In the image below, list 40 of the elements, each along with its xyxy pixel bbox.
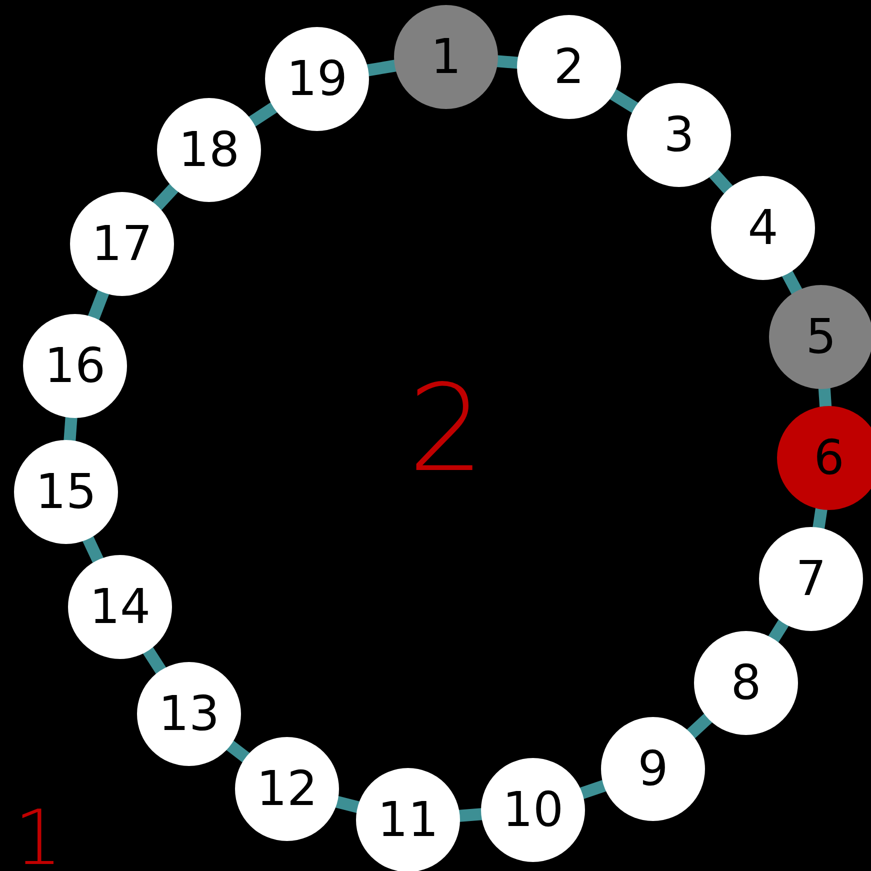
node-number: 11 bbox=[377, 792, 439, 848]
node-number: 19 bbox=[286, 51, 348, 107]
node-number: 8 bbox=[730, 655, 762, 711]
node-number: 7 bbox=[796, 551, 826, 607]
connector-line bbox=[457, 808, 484, 822]
node-number: 9 bbox=[638, 741, 668, 797]
connector-line bbox=[818, 386, 832, 408]
connector-line bbox=[64, 415, 78, 443]
connector-line bbox=[812, 506, 828, 530]
node-number: 15 bbox=[35, 464, 97, 520]
node-number: 18 bbox=[178, 122, 240, 178]
region-number: 2 bbox=[408, 370, 484, 490]
node-number: 2 bbox=[554, 39, 584, 95]
node-number: 16 bbox=[44, 338, 106, 394]
connector-line bbox=[247, 101, 279, 128]
connector-line bbox=[334, 796, 362, 814]
connector-line bbox=[225, 740, 251, 764]
connector-line bbox=[608, 88, 640, 114]
node-number: 10 bbox=[502, 782, 564, 838]
node-number: 6 bbox=[814, 430, 844, 486]
connector-line bbox=[365, 60, 398, 76]
connector-line bbox=[142, 646, 167, 676]
node-number: 5 bbox=[806, 309, 836, 365]
connector-line bbox=[495, 55, 520, 69]
node-number: 17 bbox=[91, 216, 153, 272]
node-number: 3 bbox=[664, 107, 694, 163]
connector-line bbox=[82, 534, 104, 564]
connector-line bbox=[578, 779, 608, 800]
region-number: 1 bbox=[14, 800, 62, 871]
connector-line bbox=[767, 618, 790, 644]
node-number: 13 bbox=[158, 686, 220, 742]
connector-line bbox=[686, 712, 714, 740]
node-number: 12 bbox=[256, 761, 318, 817]
node-number: 1 bbox=[430, 29, 462, 85]
connector-line bbox=[781, 269, 803, 296]
connector-line bbox=[87, 288, 110, 322]
node-number: 14 bbox=[89, 579, 151, 635]
node-number: 4 bbox=[748, 200, 778, 256]
connector-line bbox=[708, 168, 734, 195]
connector-line bbox=[152, 182, 180, 212]
